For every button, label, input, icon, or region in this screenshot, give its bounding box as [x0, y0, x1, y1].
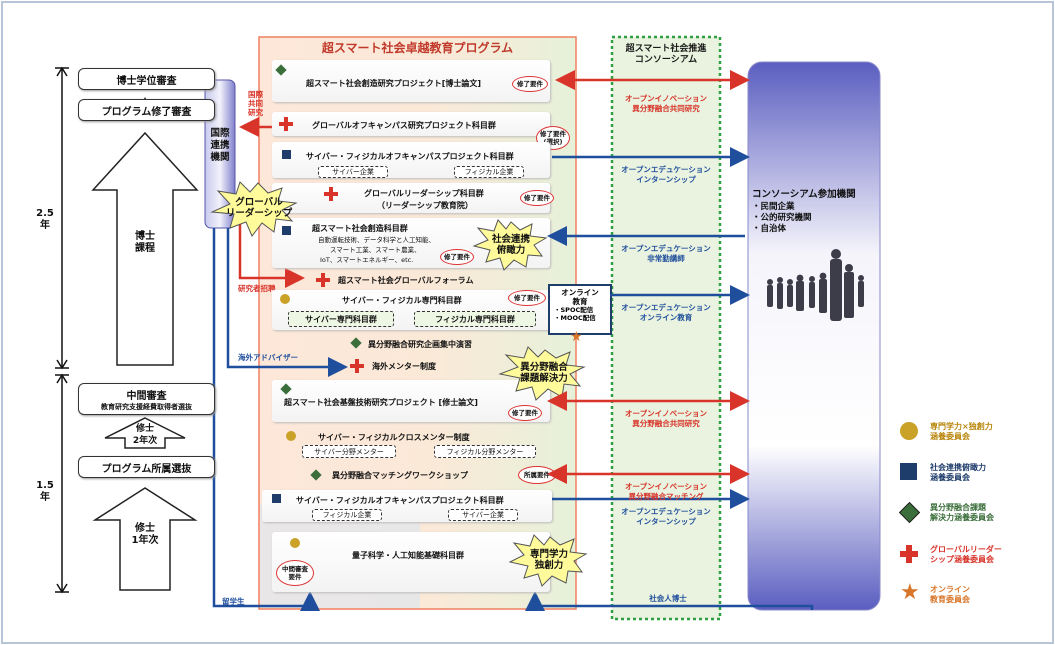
fusion-burst-label: 異分野融合課題解決力 — [520, 362, 568, 384]
gold-circle-icon — [286, 431, 296, 441]
red-cross-icon — [350, 359, 364, 373]
completion-requirement-badge: 修了要件 — [520, 190, 554, 206]
program-title: 超スマート社会卓越教育プログラム — [321, 40, 514, 55]
cyber-specialty-tag: サイバー専門科目群 — [288, 311, 394, 327]
program-row-master-project: 超スマート社会基盤技術研究プロジェクト [修士論文] 修了要件 — [272, 380, 550, 422]
program-row-quantum-ai: 量子科学・人工知能基礎科目群 中間審査要件 — [272, 532, 550, 592]
completion-requirement-badge: 修了要件 — [440, 249, 474, 265]
researcher-invite-label: 研究者招聘 — [238, 284, 276, 293]
intl-students-label: 留学生 — [222, 597, 245, 606]
navy-square-icon — [282, 226, 291, 235]
interim-requirement-badge: 中間審査要件 — [276, 560, 314, 586]
legend-label: グローバルリーダーシップ涵養委員会 — [930, 545, 1002, 564]
legend-label: 社会連携俯瞰力涵養委員会 — [930, 463, 986, 482]
program-row-cp-specialty: サイバー・フィジカル専門科目群 サイバー専門科目群 フィジカル専門科目群 — [272, 290, 550, 330]
legend-label: オンライン教育委員会 — [930, 585, 970, 604]
social-connection-burst-label: 社会連携俯瞰力 — [491, 234, 530, 256]
cyber-company-tag: サイバー企業 — [318, 166, 388, 178]
navy-square-icon — [272, 494, 281, 503]
legend-label: 異分野融合課題解決力涵養委員会 — [930, 503, 994, 522]
gold-circle-icon — [900, 422, 918, 440]
consortium-arrow-label: オープンイノベーション異分野融合マッチング — [625, 482, 707, 501]
orange-star-icon: ★ — [900, 580, 920, 605]
consortium-member-text: コンソーシアム参加機関 ・民間企業 ・公的研究機関 ・自治体 — [752, 189, 856, 234]
overseas-advisor-label: 海外アドバイザー — [238, 353, 298, 362]
physical-company-tag: フィジカル企業 — [454, 166, 524, 178]
red-cross-icon — [324, 187, 338, 201]
physical-mentor-tag: フィジカル分野メンター — [434, 445, 536, 458]
cyber-company-tag: サイバー企業 — [448, 509, 518, 521]
intl-joint-research-label: 国際共同研究 — [248, 90, 263, 117]
business-people-silhouettes — [767, 249, 864, 321]
program-row-cross-mentor: サイバー・フィジカルクロスメンター制度 サイバー分野メンター フィジカル分野メン… — [272, 428, 550, 458]
physical-specialty-tag: フィジカル専門科目群 — [414, 311, 536, 327]
legend-label: 専門学力×独創力涵養委員会 — [930, 422, 993, 441]
program-row-global-offcampus: グローバルオフキャンパス研究プロジェクト科目群 — [272, 112, 550, 136]
program-row-global-forum: 超スマート社会グローバルフォーラム — [272, 272, 550, 288]
working-doctor-label: 社会人博士 — [649, 594, 687, 603]
elective-requirement-badge: 修了要件(選択) — [536, 126, 570, 150]
fusion-burst — [498, 346, 586, 401]
program-row-overseas-mentor: 海外メンター制度 — [272, 358, 550, 374]
online-education-box: オンライン教育 ・SPOC配信・MOOC配信 — [548, 284, 612, 335]
red-cross-icon — [900, 545, 918, 563]
consortium-arrow-label: オープンエデュケーション非常勤講師 — [621, 244, 711, 263]
doctor-course-label: 博士課程 — [135, 231, 155, 254]
program-row-fusion-intensive: 異分野融合研究企画集中演習 — [272, 336, 550, 352]
navy-square-icon — [282, 150, 291, 159]
cyber-mentor-tag: サイバー分野メンター — [302, 445, 396, 458]
expertise-burst-label: 専門学力独創力 — [529, 549, 568, 571]
program-row-global-leadership: グローバルリーダーシップ科目群 （リーダーシップ教育院） 修了要件 — [272, 183, 554, 213]
navy-square-icon — [900, 463, 917, 480]
expertise-burst — [508, 534, 588, 587]
orange-star-icon: ★ — [570, 329, 583, 345]
doctor-degree-review-box: 博士学位審査 — [78, 68, 215, 90]
consortium-title: 超スマート社会推進コンソーシアム — [625, 44, 707, 65]
physical-company-tag: フィジカル企業 — [312, 509, 382, 521]
completion-requirement-badge: 修了要件 — [508, 405, 542, 421]
red-cross-icon — [316, 273, 330, 287]
program-row-cp-offcampus-2: サイバー・フィジカルオフキャンパスプロジェクト科目群 フィジカル企業 サイバー企… — [262, 490, 552, 522]
social-connection-burst — [472, 219, 548, 271]
consortium-arrow-label: オープンエデュケーションインターンシップ — [621, 165, 711, 184]
completion-requirement-badge: 修了要件 — [508, 290, 546, 306]
gold-circle-icon — [290, 538, 300, 548]
red-cross-icon — [279, 117, 293, 131]
program-row-cp-offcampus-1: サイバー・フィジカルオフキャンパスプロジェクト科目群 サイバー企業 フィジカル企… — [272, 142, 550, 178]
program-completion-review-box: プログラム修了審査 — [78, 99, 215, 121]
global-leadership-burst — [210, 181, 298, 237]
intl-institutions-label: 国際連携機関 — [210, 128, 230, 163]
consortium-arrow-label: オープンイノベーション異分野融合共同研究 — [625, 94, 707, 113]
program-row-doctoral-project: 超スマート社会創造研究プロジェクト[博士論文] 修了要件 — [272, 60, 550, 102]
global-leadership-burst-label: グローバルリーダーシップ — [225, 197, 293, 219]
consortium-arrow-label: オープンエデュケーションオンライン教育 — [621, 303, 711, 322]
consortium-arrow-label: オープンイノベーション異分野融合共同研究 — [625, 409, 707, 428]
interim-review-box: 中間審査教育研究支援経費取得者選抜 — [78, 383, 215, 415]
gold-circle-icon — [280, 294, 290, 304]
consortium-arrow-label: オープンエデュケーションインターンシップ — [621, 507, 711, 526]
program-selection-box: プログラム所属選抜 — [78, 456, 215, 478]
completion-requirement-badge: 修了要件 — [512, 76, 548, 92]
